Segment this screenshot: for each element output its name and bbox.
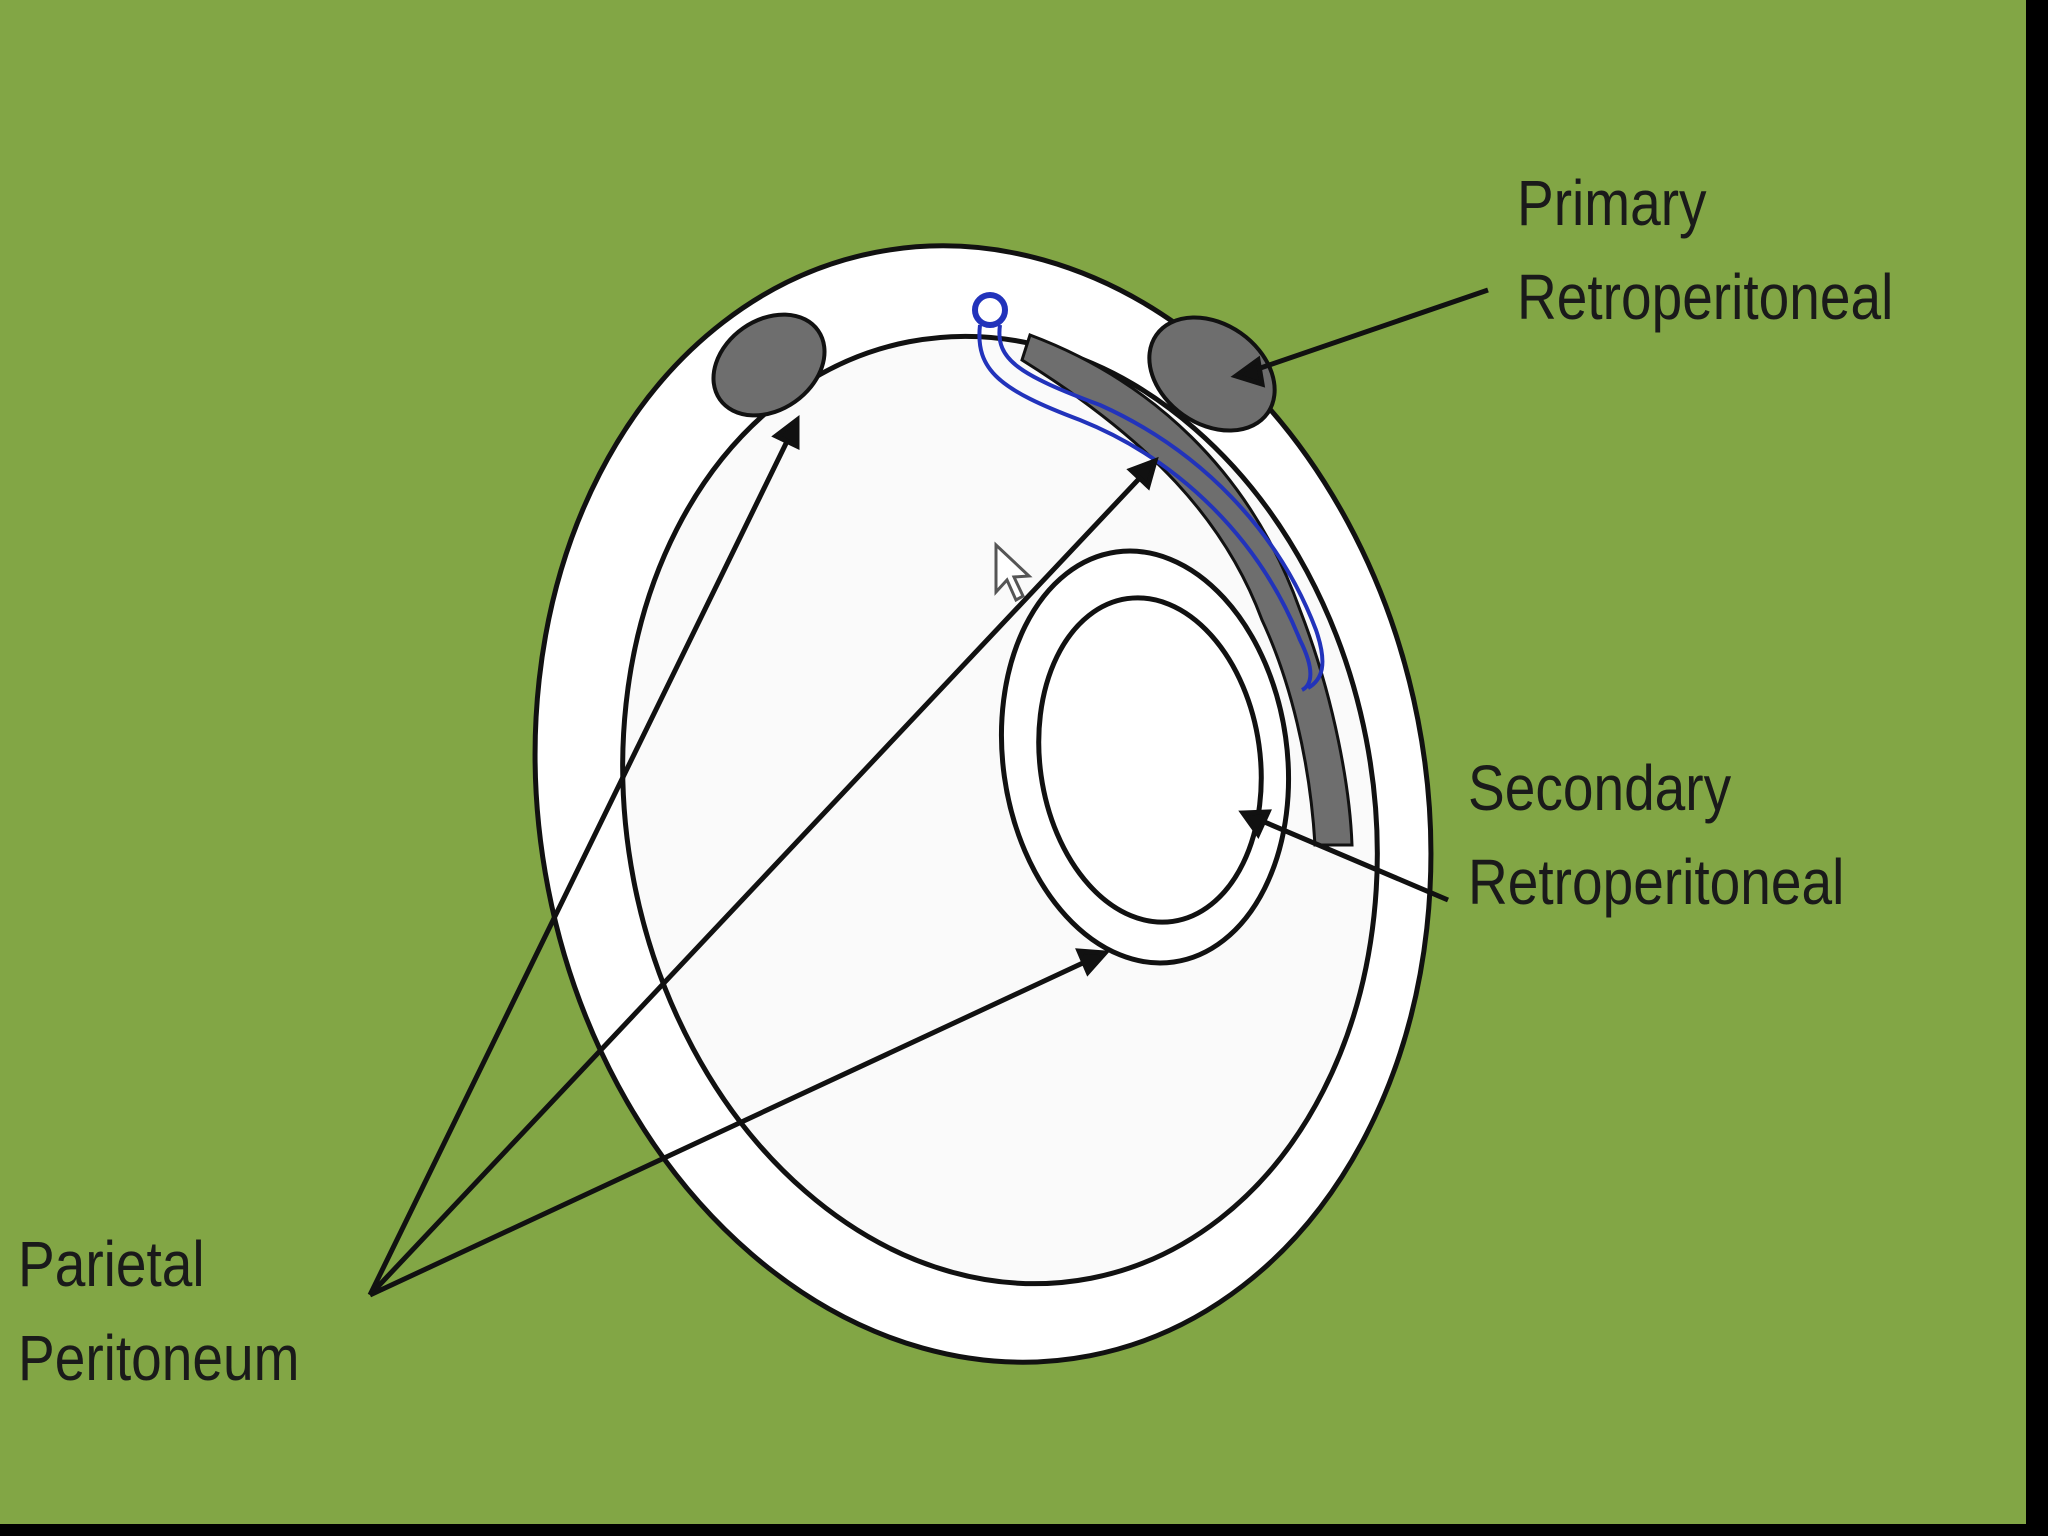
mouse-pointer-icon [994,541,1033,603]
secondary-organ-inner-ring [1036,595,1264,925]
label-secondary-line2: Retroperitoneal [1468,846,1845,918]
pointer-parietal-1 [367,423,798,1297]
pointer-secondary [1247,812,1449,903]
vessel-line-outer [977,324,1313,692]
vessel-node [972,292,1008,328]
pointer-parietal-2-arrowhead [1126,456,1159,491]
label-primary-retroperitoneal: Primary Retroperitoneal [1517,156,1893,344]
pointer-parietal-3-arrowhead [1075,948,1111,977]
pointer-secondary-arrowhead [1238,809,1272,839]
pointer-primary [1239,287,1489,378]
vessel-line-inner [997,324,1325,690]
label-primary-line2: Retroperitoneal [1517,261,1894,333]
retroperitoneal-band [1020,333,1354,847]
primary-retroperitoneal-organ-left [711,312,827,418]
label-parietal-line1: Parietal [18,1228,205,1300]
pointer-parietal-1-arrowhead [771,414,800,450]
pointer-parietal-3 [368,952,1102,1298]
label-parietal-peritoneum: Parietal Peritoneum [18,1217,299,1405]
label-parietal-line2: Peritoneum [18,1322,300,1394]
pointer-primary-arrowhead [1230,355,1266,388]
pointer-parietal-2 [368,463,1154,1297]
primary-retroperitoneal-organ-right [1147,315,1277,433]
label-secondary-retroperitoneal: Secondary Retroperitoneal [1468,741,1844,929]
label-primary-line1: Primary [1517,167,1707,239]
label-secondary-line1: Secondary [1468,752,1732,824]
